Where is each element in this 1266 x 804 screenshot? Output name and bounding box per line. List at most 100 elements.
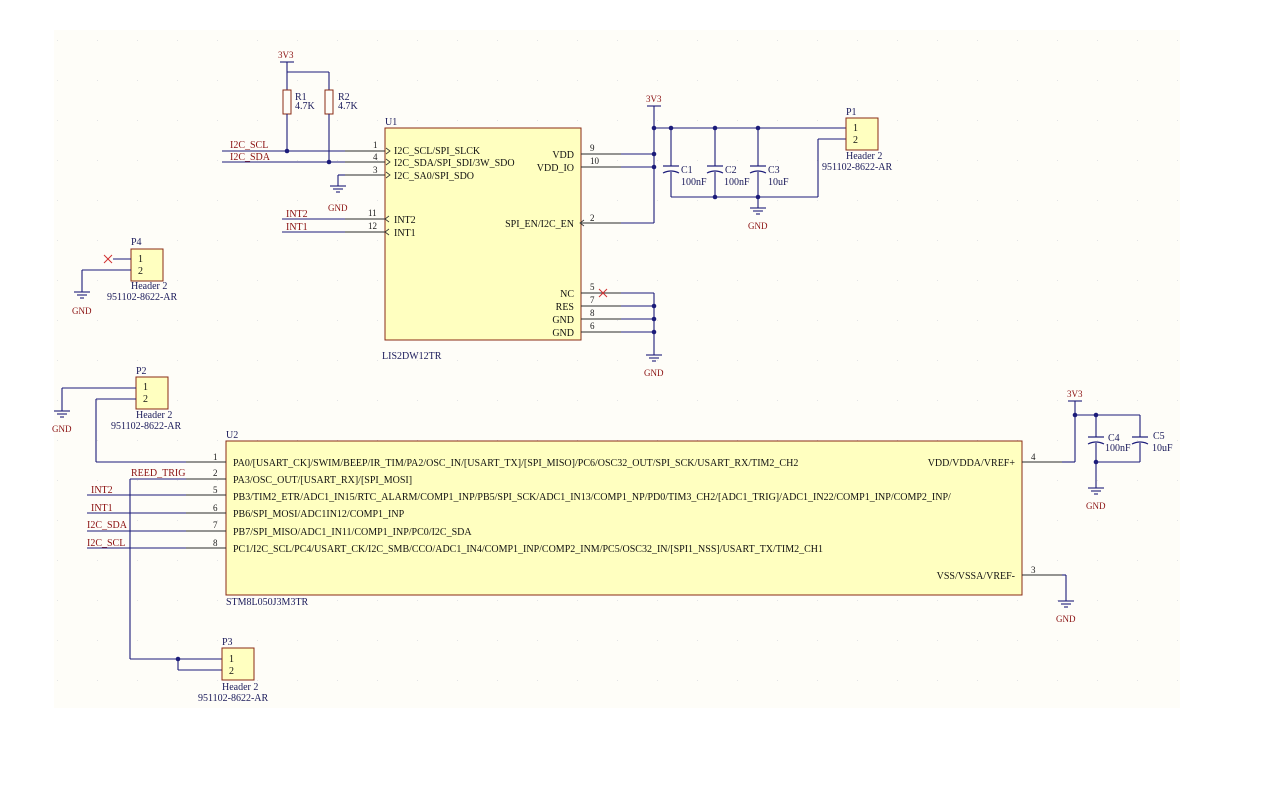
header-p3[interactable]: P3 1 2 Header 2 951102-8622-AR xyxy=(198,637,269,704)
u1-pin-name-int1: INT1 xyxy=(394,228,416,239)
u2-pin-num-4: 4 xyxy=(1031,452,1036,462)
u1-pin-name-vddio: VDD_IO xyxy=(537,163,574,174)
u1-pin-name-gnd8: GND xyxy=(552,315,574,326)
net-label-int2-u2: INT2 xyxy=(91,485,113,496)
c5-value: 10uF xyxy=(1152,443,1173,454)
power-label-3v3-u1: 3V3 xyxy=(646,94,662,104)
header-p2[interactable]: P2 1 2 Header 2 951102-8622-AR xyxy=(111,366,182,432)
u1-pin-num-8: 8 xyxy=(590,308,595,318)
gnd-label-p4: GND xyxy=(72,306,92,316)
u1-pin-num-12: 12 xyxy=(368,221,377,231)
u2-pin-name-pb3: PB3/TIM2_ETR/ADC1_IN15/RTC_ALARM/COMP1_I… xyxy=(233,492,951,503)
u1-pin-name-nc: NC xyxy=(560,289,574,300)
p2-ref: P2 xyxy=(136,366,147,377)
r1-ref: R1 xyxy=(295,92,307,103)
net-label-i2c-sda: I2C_SDA xyxy=(230,152,271,163)
u2-left-nets: REED_TRIG INT2 INT1 I2C_SDA I2C_SCL xyxy=(87,468,222,671)
u2-ref: U2 xyxy=(226,430,238,441)
u1-pin-num-6: 6 xyxy=(590,321,595,331)
p4-type: Header 2 xyxy=(131,281,167,292)
gnd-symbol-p4 xyxy=(74,291,90,299)
net-label-i2c-sda-u2: I2C_SDA xyxy=(87,520,128,531)
p4-pin1: 1 xyxy=(138,254,143,265)
p2-type: Header 2 xyxy=(136,410,172,421)
u1-ref: U1 xyxy=(385,117,397,128)
gnd-label-caps: GND xyxy=(748,221,768,231)
p1-pin2: 2 xyxy=(853,135,858,146)
u1-pin-num-3: 3 xyxy=(373,165,378,175)
u1-power-nets: 3V3 C1 100nF C2 100nF C xyxy=(598,94,846,378)
r2-value: 4.7K xyxy=(338,101,359,112)
u1-pin-name-int2: INT2 xyxy=(394,215,416,226)
cap-c3[interactable] xyxy=(749,165,767,174)
u1-pin-name-gnd6: GND xyxy=(552,328,574,339)
u1-pin-num-10: 10 xyxy=(590,156,600,166)
c4-value: 100nF xyxy=(1105,443,1131,454)
cap-c4[interactable] xyxy=(1087,436,1105,445)
u1-pin-name-vdd: VDD xyxy=(552,150,574,161)
p3-pin1: 1 xyxy=(229,654,234,665)
no-connect-nc xyxy=(598,288,608,298)
cap-c2[interactable] xyxy=(706,165,724,174)
p1-ref: P1 xyxy=(846,107,857,118)
u1-pin-num-5: 5 xyxy=(590,282,595,292)
u1-pin-num-11: 11 xyxy=(368,208,377,218)
gnd-symbol-caps xyxy=(750,207,766,215)
u1-part: LIS2DW12TR xyxy=(382,351,442,362)
u2-pin-name-pb6: PB6/SPI_MOSI/ADC1IN12/COMP1_INP xyxy=(233,509,405,520)
c3-ref: C3 xyxy=(768,165,780,176)
u2-pin-name-pa0: PA0/[USART_CK]/SWIM/BEEP/IR_TIM/PA2/OSC_… xyxy=(233,458,798,469)
u2-power-nets: 3V3 C4 100nF C5 10uF GND xyxy=(1056,389,1173,624)
p2-nets: GND xyxy=(52,387,186,463)
p1-type: Header 2 xyxy=(846,151,882,162)
header-p4[interactable]: P4 1 2 Header 2 951102-8622-AR xyxy=(107,237,178,303)
gnd-symbol-p2 xyxy=(54,410,70,418)
p2-part: 951102-8622-AR xyxy=(111,421,182,432)
p4-nets: GND xyxy=(72,254,131,316)
u1-pin-name-res: RES xyxy=(556,302,574,313)
gnd-symbol-sa0 xyxy=(330,185,346,193)
gnd-label-c4: GND xyxy=(1086,501,1106,511)
p2-pin2: 2 xyxy=(143,394,148,405)
u2-pin-num-7: 7 xyxy=(213,520,218,530)
gnd-label-u1: GND xyxy=(644,368,664,378)
u1-pin-num-4: 4 xyxy=(373,152,378,162)
u2-pin-name-pa3: PA3/OSC_OUT/[USART_RX]/[SPI_MOSI] xyxy=(233,475,412,486)
u1-accelerometer[interactable]: U1 LIS2DW12TR 1 4 3 11 12 I2C_SCL/SPI_SL… xyxy=(345,117,621,362)
u2-pin-name-vdd: VDD/VDDA/VREF+ xyxy=(928,458,1016,469)
u2-mcu[interactable]: U2 STM8L050J3M3TR 1 2 5 6 7 8 PA0/[USART… xyxy=(186,430,1062,608)
p4-pin2: 2 xyxy=(138,266,143,277)
gnd-label-u2: GND xyxy=(1056,614,1076,624)
p3-type: Header 2 xyxy=(222,682,258,693)
u1-pin-name-sa0: I2C_SA0/SPI_SDO xyxy=(394,171,474,182)
u1-left-nets: I2C_SCL I2C_SDA GND INT2 INT1 xyxy=(222,140,348,233)
p3-part: 951102-8622-AR xyxy=(198,693,269,704)
p3-pin2: 2 xyxy=(229,666,234,677)
c2-value: 100nF xyxy=(724,177,750,188)
u2-pin-num-1: 1 xyxy=(213,452,218,462)
net-label-i2c-scl: I2C_SCL xyxy=(230,140,268,151)
u2-part: STM8L050J3M3TR xyxy=(226,597,309,608)
gnd-label-sa0: GND xyxy=(328,203,348,213)
u2-pin-num-3: 3 xyxy=(1031,565,1036,575)
cap-c5[interactable] xyxy=(1131,436,1149,445)
pullup-resistors: 3V3 R1 4.7K R2 4.7K xyxy=(278,50,359,165)
cap-c1[interactable] xyxy=(662,165,680,174)
gnd-symbol-u1 xyxy=(646,354,662,362)
c1-ref: C1 xyxy=(681,165,693,176)
p3-ref: P3 xyxy=(222,637,233,648)
r2-ref: R2 xyxy=(338,92,350,103)
net-label-i2c-scl-u2: I2C_SCL xyxy=(87,538,125,549)
c3-value: 10uF xyxy=(768,177,789,188)
p2-pin1: 1 xyxy=(143,382,148,393)
header-p1[interactable]: P1 1 2 Header 2 951102-8622-AR xyxy=(822,107,893,173)
c1-value: 100nF xyxy=(681,177,707,188)
u2-pin-num-8: 8 xyxy=(213,538,218,548)
p4-ref: P4 xyxy=(131,237,142,248)
u1-pin-num-7: 7 xyxy=(590,295,595,305)
net-label-int1-u2: INT1 xyxy=(91,503,113,514)
net-label-int1-u1: INT1 xyxy=(286,222,308,233)
u1-pin-name-sda: I2C_SDA/SPI_SDI/3W_SDO xyxy=(394,158,515,169)
no-connect-p4 xyxy=(103,254,113,264)
